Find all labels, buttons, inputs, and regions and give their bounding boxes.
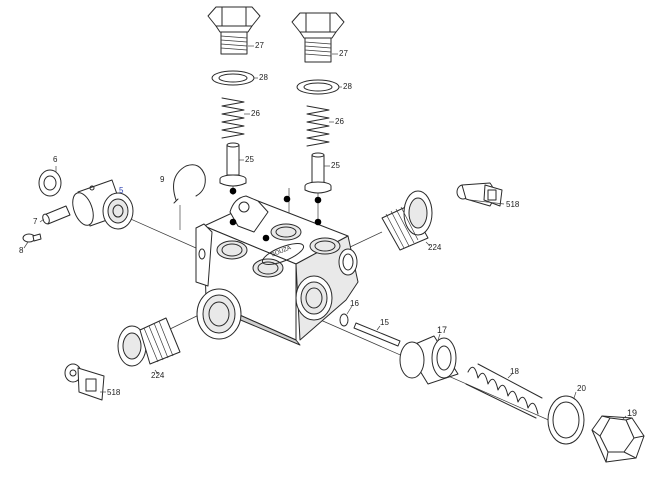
part-518-cap-right (456, 182, 503, 207)
part-28-washer-right (296, 79, 340, 95)
part-26-spring-left (221, 97, 245, 139)
locator-dot (229, 187, 237, 195)
leader-lines (23, 45, 627, 421)
part-label-6: 6 (53, 155, 58, 164)
part-label-8: 8 (19, 246, 24, 255)
part-label-26-left: 26 (251, 109, 260, 118)
locator-dots (229, 187, 322, 242)
part-label-20: 20 (577, 384, 586, 393)
part-label-224-right: 224 (428, 243, 442, 252)
part-27-plug-right (291, 12, 345, 63)
part-19-cap-nut (591, 415, 645, 463)
part-20-washer (547, 395, 585, 445)
part-25-piston-right (304, 152, 332, 194)
part-16-o-ring (339, 313, 349, 327)
part-224-adapter-right (381, 190, 433, 251)
locator-dot (283, 195, 291, 203)
part-label-224-left: 224 (151, 371, 165, 380)
part-label-27-left: 27 (255, 41, 264, 50)
part-15-rod (353, 322, 401, 347)
part-9-retaining-ring (173, 164, 206, 230)
part-label-7: 7 (33, 217, 38, 226)
part-label-5: 5 (119, 186, 124, 195)
part-label-28-left: 28 (259, 73, 268, 82)
part-label-19: 19 (627, 408, 638, 418)
part-label-518-left: 518 (107, 388, 121, 397)
part-label-28-right: 28 (343, 82, 352, 91)
part-25-piston-left (219, 142, 247, 187)
locator-dot (314, 196, 322, 204)
part-7-pin (42, 205, 71, 225)
part-224-adapter-left (117, 317, 181, 367)
part-label-16: 16 (350, 299, 359, 308)
part-label-27-right: 27 (339, 49, 348, 58)
part-label-17: 17 (437, 325, 448, 335)
part-label-26-right: 26 (335, 117, 344, 126)
part-label-9: 9 (160, 175, 165, 184)
part-518-cap-left (64, 363, 105, 401)
part-28-washer-left (211, 70, 255, 86)
part-6-disc (38, 169, 62, 197)
part-label-25-right: 25 (331, 161, 340, 170)
part-label-518-right: 518 (506, 200, 520, 209)
part-label-15: 15 (380, 318, 389, 327)
locator-dot (314, 218, 322, 226)
part-17-sleeve (399, 335, 459, 385)
part-label-25-left: 25 (245, 155, 254, 164)
valve-housing (195, 195, 359, 346)
part-18-spring (465, 363, 543, 419)
part-26-spring-right (306, 105, 330, 147)
part-5-coupling (72, 179, 134, 230)
locator-dot (262, 234, 270, 242)
locator-dot (229, 218, 237, 226)
part-27-plug-left (207, 6, 261, 55)
part-8-screw (22, 233, 42, 243)
part-label-18: 18 (510, 367, 519, 376)
